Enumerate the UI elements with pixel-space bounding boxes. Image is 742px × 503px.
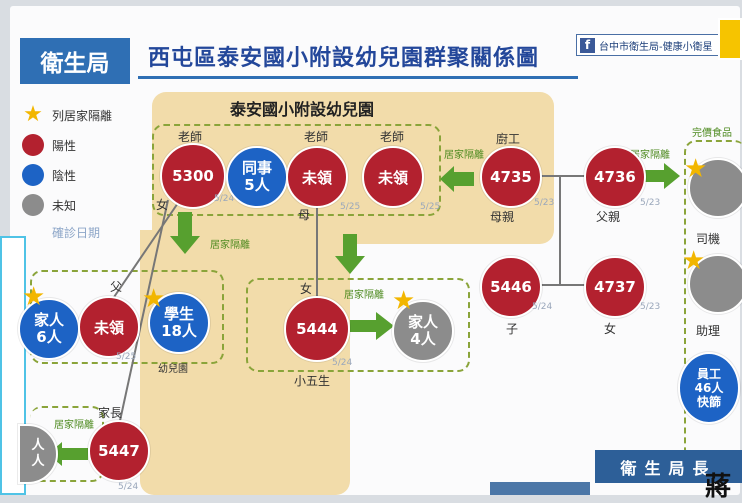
star-icon: ★ — [22, 282, 46, 312]
legend-positive: 陽性 — [22, 134, 112, 156]
case-5446: 5446 — [480, 256, 542, 318]
family-5444-group — [246, 278, 470, 372]
colleagues-node: 同事 5人 — [226, 146, 288, 208]
teacher-unknown-1: 未領 — [286, 146, 348, 208]
sub-t2: 母 — [298, 208, 311, 222]
presentation-board — [10, 6, 740, 495]
edge-glyph: 蔣 — [705, 472, 732, 502]
positive-dot-icon — [22, 134, 44, 156]
corner-badge — [718, 18, 742, 60]
source-tag: f 台中市衛生局-健康小衛星 — [576, 34, 724, 56]
staff-node: 員工 46人 快篩 — [678, 352, 740, 424]
sub-5446: 子 — [506, 322, 519, 336]
sub-5444: 小五生 — [294, 374, 331, 388]
sub-students: 幼兒園 — [158, 364, 188, 375]
speaker-caption: 衛生局長 — [595, 450, 742, 483]
date-5447: 5/24 — [118, 482, 139, 492]
link-5300-5447 — [117, 199, 169, 431]
star-icon: ★ — [142, 284, 166, 314]
case-4737: 4737 — [584, 256, 646, 318]
facebook-icon: f — [580, 37, 595, 53]
iso-label-5444: 居家隔離 — [344, 290, 384, 301]
role-left-unk: 父 — [110, 280, 123, 294]
diagram-title: 西屯區泰安國小附設幼兒園群聚關係圖 — [148, 46, 540, 71]
family-4-node: 家人 4人 — [392, 300, 454, 362]
teacher-unknown-2: 未領 — [362, 146, 424, 208]
date-4737: 5/23 — [640, 302, 661, 312]
legend-date: 確診日期 — [52, 226, 101, 240]
negative-dot-icon — [22, 164, 44, 186]
role-4735: 廚工 — [496, 132, 521, 146]
source-text: 台中市衛生局-健康小衛星 — [599, 41, 713, 53]
star-icon: ★ — [392, 286, 416, 316]
snack-contact-1 — [688, 158, 742, 218]
unknown-dot-icon — [22, 194, 44, 216]
agency-label: 衛生局 — [20, 38, 130, 84]
legend: ★列居家隔離 陽性 陰性 未知 確診日期 — [22, 104, 112, 241]
role-5447: 家長 — [98, 406, 123, 420]
school-zone-label: 泰安國小附設幼兒園 — [230, 100, 375, 119]
case-4736: 4736 — [584, 146, 646, 208]
case-5444: 5444 — [284, 296, 350, 362]
star-icon: ★ — [684, 154, 708, 184]
sub-5300: 女 — [156, 198, 169, 212]
date-left-unk: 5/25 — [116, 352, 137, 362]
date-t2: 5/25 — [340, 202, 361, 212]
role-t3: 老師 — [380, 130, 405, 144]
family-6-node: 家人 6人 — [18, 298, 80, 360]
role-snack-1: 司機 — [696, 232, 721, 246]
case-5300: 5300 — [160, 143, 226, 209]
iso-label-4736: 居家隔離 — [630, 150, 670, 161]
arrow-left-4735 — [440, 166, 474, 192]
snack-group-label: 完價食品 — [692, 128, 732, 139]
star-icon: ★ — [23, 102, 43, 127]
students-node: 學生 18人 — [148, 292, 210, 354]
date-4735: 5/23 — [534, 198, 555, 208]
snack-contact-2 — [688, 254, 742, 314]
sub-4735: 母親 — [490, 210, 515, 224]
role-5444: 女 — [300, 282, 313, 296]
title-underline — [138, 76, 578, 79]
sub-4737: 女 — [604, 322, 617, 336]
role-snack-2: 助理 — [696, 324, 721, 338]
role-t2: 老師 — [304, 130, 329, 144]
arrow-down-2 — [335, 234, 365, 274]
link-5300-unknown — [111, 199, 181, 301]
arrow-right-5444 — [350, 312, 394, 340]
arrow-left-5447 — [48, 442, 88, 466]
teachers-group — [152, 124, 441, 216]
role-5300: 老師 — [178, 130, 203, 144]
parent-unknown-node: 未領 — [78, 296, 140, 358]
case-4735: 4735 — [480, 146, 542, 208]
arrow-down-1 — [170, 212, 200, 254]
lower-third-strip — [490, 482, 590, 495]
date-5444: 5/24 — [332, 358, 353, 368]
date-5300: 5/24 — [214, 194, 235, 204]
iso-label-5447: 居家隔離 — [54, 420, 94, 431]
date-4736: 5/23 — [640, 198, 661, 208]
iso-label-4735: 居家隔離 — [444, 150, 484, 161]
legend-unknown: 未知 — [22, 194, 112, 216]
legend-negative: 陰性 — [22, 164, 112, 186]
star-icon: ★ — [682, 246, 706, 276]
case-5447: 5447 — [88, 420, 150, 482]
date-5446: 5/24 — [532, 302, 553, 312]
iso-label-5300: 居家隔離 — [210, 240, 250, 251]
sub-4736: 父親 — [596, 210, 621, 224]
date-t3: 5/25 — [420, 202, 441, 212]
arrow-right-4736 — [632, 163, 680, 189]
legend-isolation: ★列居家隔離 — [23, 102, 113, 127]
